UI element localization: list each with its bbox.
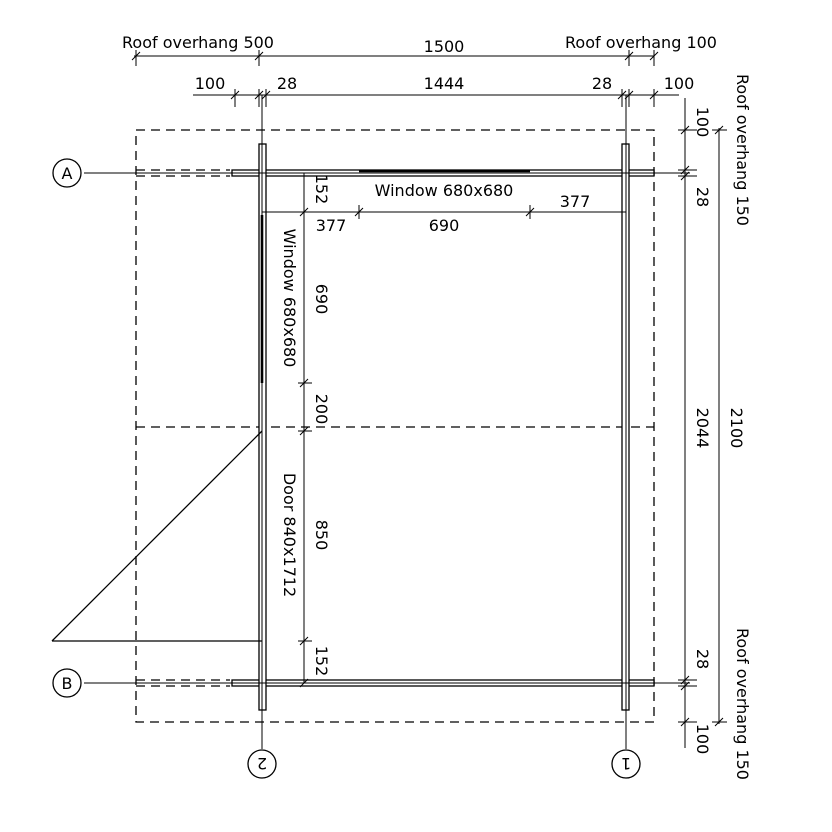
dimension-left-690: 690 bbox=[312, 284, 331, 315]
dimension-left-850: 850 bbox=[312, 520, 331, 551]
grid-label-a: A bbox=[62, 164, 73, 183]
grid-marker-2: 2 bbox=[247, 749, 277, 779]
roof-overhang-left-label: Roof overhang 500 bbox=[122, 33, 274, 52]
dimension-top-28-right: 28 bbox=[592, 74, 612, 93]
dimension-top-100-left: 100 bbox=[195, 74, 226, 93]
grid-label-2: 2 bbox=[257, 754, 267, 773]
door-label: Door 840x1712 bbox=[280, 473, 299, 597]
grid-marker-1: 1 bbox=[611, 749, 641, 779]
dimension-window-right-377: 377 bbox=[560, 192, 591, 211]
grid-lines bbox=[84, 95, 690, 749]
grid-marker-a: A bbox=[52, 158, 82, 188]
dimension-1444: 1444 bbox=[424, 74, 465, 93]
dimension-window-height-152: 152 bbox=[312, 174, 331, 205]
roof-outline bbox=[135, 129, 655, 723]
dimension-right-28-bottom: 28 bbox=[693, 649, 712, 669]
dimension-right-28-top: 28 bbox=[693, 187, 712, 207]
grid-label-1: 1 bbox=[621, 754, 631, 773]
roof-overhang-bottom-label: Roof overhang 150 bbox=[733, 628, 752, 780]
dimension-row-overhang: Roof overhang 500 1500 Roof overhang 100 bbox=[122, 33, 717, 66]
roof-overhang-right-label: Roof overhang 100 bbox=[565, 33, 717, 52]
dimension-right-100-top: 100 bbox=[693, 107, 712, 138]
window-top-label: Window 680x680 bbox=[375, 181, 514, 200]
roof-overhang-top-label: Roof overhang 150 bbox=[733, 74, 752, 226]
dimension-top-28-left: 28 bbox=[277, 74, 297, 93]
dimension-column-inner: 100 28 2044 28 100 bbox=[678, 98, 712, 754]
dimension-window-left-377: 377 bbox=[316, 216, 347, 235]
dimension-window-top: 152 377 690 377 Window 680x680 bbox=[262, 173, 626, 235]
grid-label-b: B bbox=[62, 674, 73, 693]
dimension-left-152: 152 bbox=[312, 646, 331, 677]
dimension-2044: 2044 bbox=[693, 408, 712, 449]
dimension-1500: 1500 bbox=[424, 37, 465, 56]
dimension-right-100-bottom: 100 bbox=[693, 724, 712, 755]
dimension-top-100-right: 100 bbox=[664, 74, 695, 93]
dimension-left-wall: 690 200 850 152 Window 680x680 Door 840x… bbox=[280, 216, 331, 688]
dimension-2100: 2100 bbox=[727, 408, 746, 449]
dimension-row-detail: 100 28 1444 28 100 bbox=[193, 74, 694, 107]
windows bbox=[260, 169, 530, 383]
dimension-column-outer: 2100 Roof overhang 150 Roof overhang 150 bbox=[712, 74, 752, 780]
window-left-label: Window 680x680 bbox=[280, 229, 299, 368]
dimension-left-200: 200 bbox=[312, 394, 331, 425]
door-swing bbox=[51, 430, 263, 642]
grid-marker-b: B bbox=[52, 668, 82, 698]
dimension-window-690: 690 bbox=[429, 216, 460, 235]
